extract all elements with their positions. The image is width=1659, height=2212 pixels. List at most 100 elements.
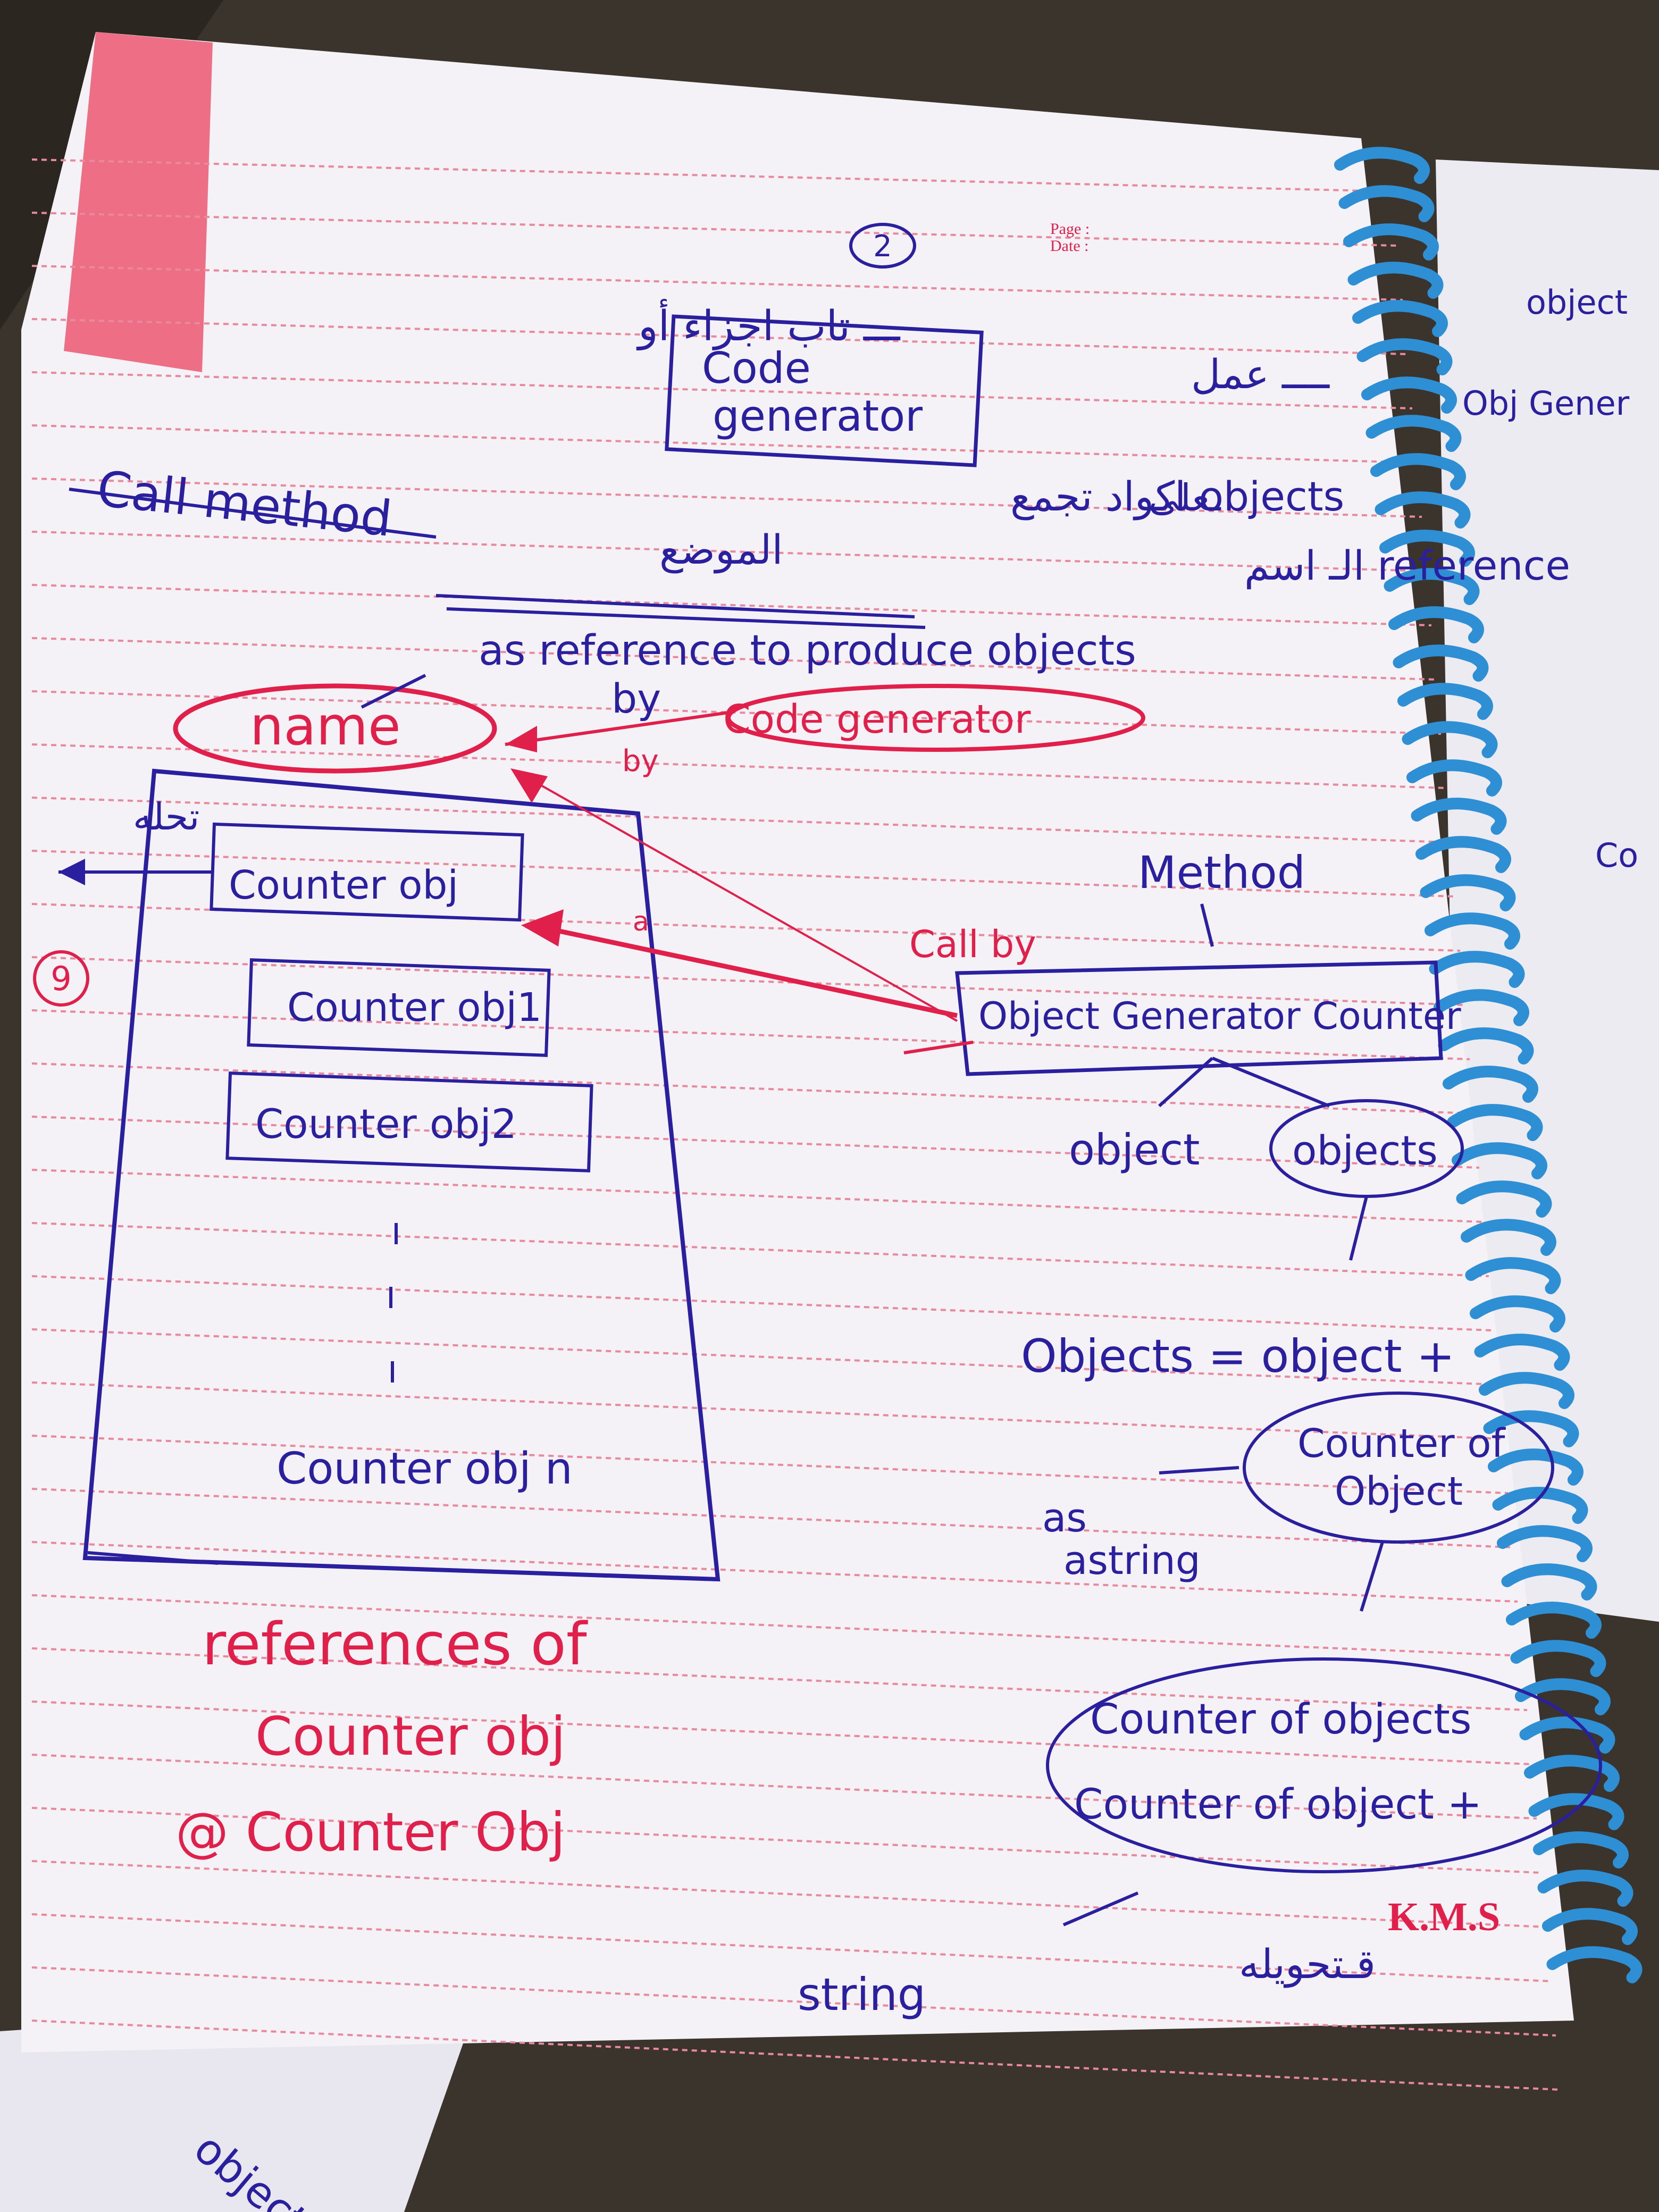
spiral-ring	[1528, 1793, 1624, 1830]
oval-to-name-arrow	[505, 711, 729, 746]
spiral-ring	[1465, 1257, 1561, 1294]
ruled-line	[31, 2020, 1561, 2091]
ruled-line	[31, 1647, 1528, 1711]
ruled-line	[31, 1541, 1518, 1603]
spiral-ring	[1420, 874, 1516, 911]
references-caption-line3: @ Counter Obj	[175, 1801, 565, 1863]
side-paper	[1436, 160, 1659, 1622]
spiral-ring	[1492, 1487, 1588, 1524]
side-note-right-top: object	[1526, 283, 1628, 322]
spiral-ring	[1429, 951, 1525, 988]
objects-equation: Objects = object +	[1021, 1330, 1455, 1383]
reference-item-box-0	[210, 822, 524, 922]
ruled-line	[31, 1700, 1532, 1765]
side-note-right-low: Co	[1595, 836, 1638, 875]
label-9-circle	[33, 950, 89, 1007]
spiral-ring	[1447, 1104, 1543, 1141]
spiral-ring	[1352, 300, 1448, 337]
spiral-ring	[1406, 759, 1502, 797]
spiral-ring	[1415, 836, 1511, 873]
as-string-line1: as	[1042, 1495, 1087, 1541]
spiral-ring	[1365, 415, 1462, 452]
spiral-ring	[1474, 1334, 1570, 1371]
counter-of-object-line1: Counter of	[1297, 1421, 1506, 1467]
page-number-circle	[849, 223, 916, 269]
generator-left-arrow	[903, 1041, 974, 1054]
generator-to-name-arrow	[515, 770, 958, 1022]
ruled-line	[31, 1116, 1480, 1169]
ruled-line	[31, 1009, 1470, 1060]
arabic-note-line2: objects اكواد تجمع	[1010, 473, 1344, 521]
generator-to-item0-arrowhead	[521, 909, 564, 946]
code-generator-line2: generator	[713, 391, 923, 441]
code-generator-line1: Code	[702, 343, 811, 393]
notebook-page	[21, 32, 1574, 2052]
arrow-out-head	[58, 859, 85, 885]
ruled-line	[31, 690, 1442, 735]
ruled-line	[31, 637, 1437, 681]
object-generator-label: Object Generator Counter	[978, 994, 1461, 1038]
spiral-ring	[1443, 1066, 1538, 1103]
spiral-ring	[1434, 989, 1529, 1026]
as-string-line2: astring	[1063, 1538, 1201, 1583]
side-note-right-mid: Obj Gener	[1462, 384, 1630, 423]
ruled-line	[31, 1381, 1504, 1440]
ruled-line	[31, 743, 1446, 789]
spiral-ring	[1506, 1602, 1602, 1639]
ruled-line	[31, 1913, 1552, 1982]
references-caption-line1: references of	[202, 1610, 588, 1678]
ruled-line	[31, 1275, 1494, 1331]
spiral-ring	[1425, 912, 1520, 950]
ruled-line	[31, 477, 1422, 518]
as-reference-note: as reference to produce objects	[479, 627, 1136, 675]
counter-of-object-oval	[1243, 1392, 1554, 1544]
counter-of-objects-oval	[1046, 1657, 1602, 1873]
generator-to-item0-arrow	[531, 923, 958, 1018]
spiral-ring	[1361, 376, 1457, 414]
arabic-underline-1	[435, 594, 915, 618]
code-generator-oval	[726, 684, 1145, 752]
ruled-line	[31, 1488, 1513, 1548]
spiral-ring	[1356, 338, 1453, 375]
spiral-ring	[1438, 1027, 1534, 1065]
spiral-ring	[1546, 1946, 1643, 1983]
spiral-ring	[1515, 1678, 1611, 1715]
ruled-line	[31, 903, 1461, 952]
spiral-ring	[1375, 491, 1471, 529]
spiral-ring	[1393, 644, 1489, 682]
name-pointer-arrow	[361, 674, 426, 709]
objects-down-arrow	[1349, 1196, 1368, 1261]
spiral-ring	[1347, 262, 1444, 299]
spiral-ring	[1533, 1831, 1629, 1869]
ruled-line	[31, 1860, 1547, 1928]
ruled-line	[31, 158, 1394, 192]
ruled-line	[31, 265, 1403, 301]
spiral-ring	[1411, 798, 1507, 835]
by-note: by	[611, 675, 661, 722]
spiral-ring	[1338, 185, 1435, 222]
counter-down-arrow	[1360, 1541, 1384, 1612]
object-label: object	[1069, 1125, 1200, 1175]
generator-to-object-arrow	[1158, 1057, 1214, 1108]
ruled-line	[31, 850, 1456, 898]
spiral-ring	[1461, 1219, 1556, 1256]
spiral-ring	[1379, 530, 1475, 567]
name-label: name	[250, 695, 401, 757]
pink-margin-strip	[64, 32, 213, 372]
spiral-ring	[1542, 1908, 1638, 1945]
spiral-ring	[1343, 223, 1439, 261]
ruled-line	[31, 1754, 1537, 1820]
ruled-line	[31, 1062, 1475, 1115]
spiral-ring	[1452, 1142, 1547, 1179]
references-box	[82, 768, 720, 1582]
reference-item-box-1	[247, 958, 551, 1057]
ruled-line	[31, 531, 1427, 572]
generator-to-objects-arrow	[1211, 1057, 1330, 1108]
label-9: 9	[51, 959, 71, 998]
spiral-binding	[1334, 147, 1643, 1983]
spiral-ring	[1537, 1870, 1633, 1907]
header-date-label: Date :	[1050, 237, 1088, 255]
ruled-lines	[31, 158, 1561, 2091]
spiral-ring	[1470, 1295, 1565, 1333]
reference-item-2: Counter obj2	[255, 1100, 517, 1147]
